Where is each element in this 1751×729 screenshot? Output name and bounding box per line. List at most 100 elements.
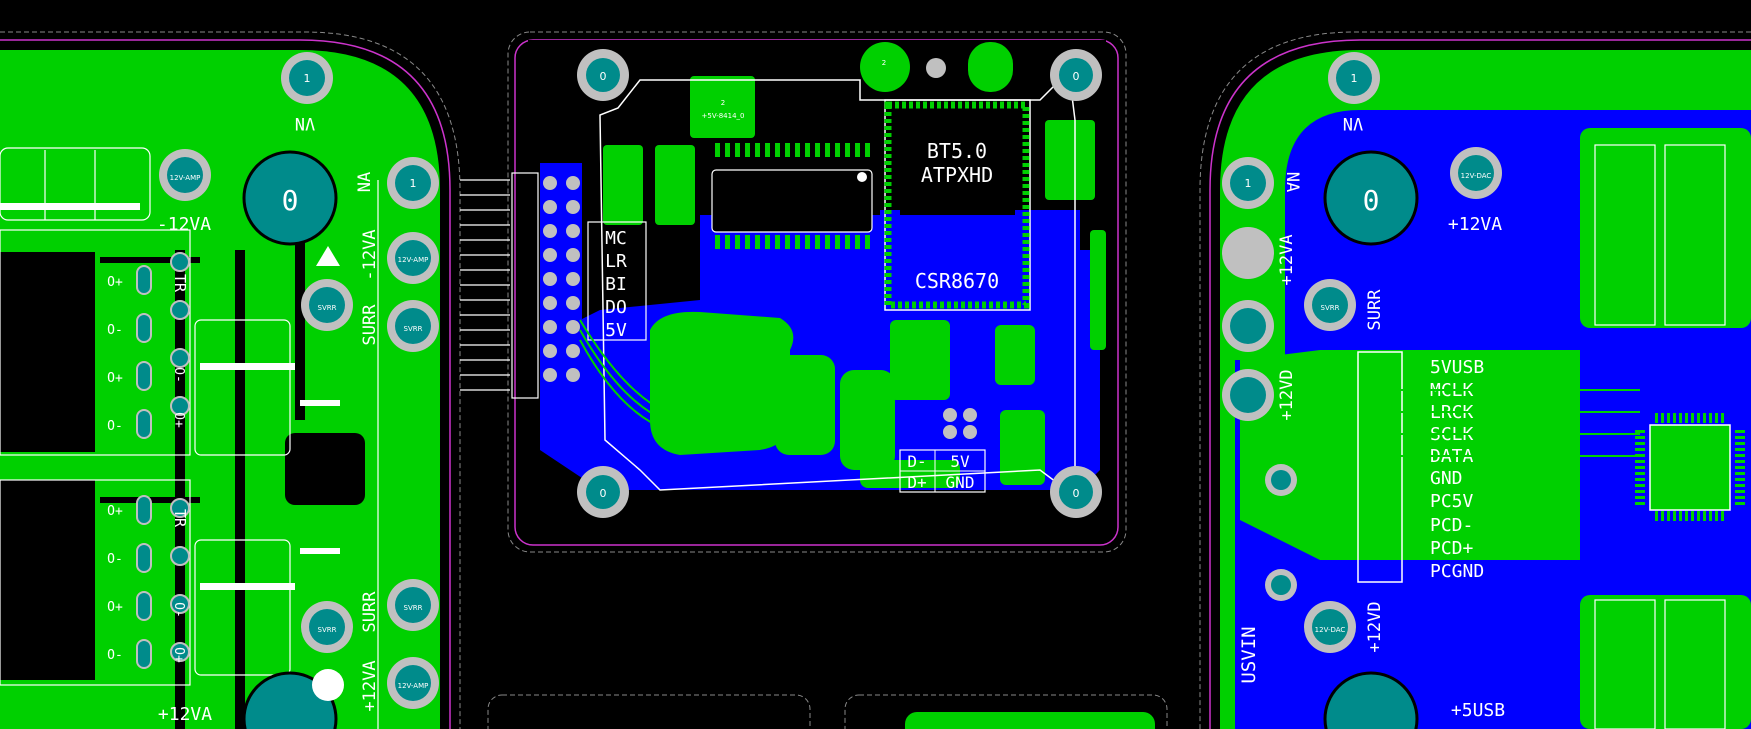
usb-via xyxy=(963,408,977,422)
silk-vn: VN xyxy=(295,113,315,133)
silk-plus5usb: +5USB xyxy=(1451,700,1505,721)
top-pin-label: 2 xyxy=(882,59,886,67)
pad-core xyxy=(395,587,431,623)
bottom-board-b-copper xyxy=(905,712,1155,729)
silk-na: NA xyxy=(1282,172,1302,192)
bottom-board-b-outline xyxy=(844,694,1168,729)
silk-amp-top: 12V-AMP xyxy=(170,174,201,182)
left-board: 0 1 1 VN NA -12VA 12V-AMP 12V-AMP SV xyxy=(0,50,440,729)
pad-core xyxy=(1271,470,1291,490)
bt-chip-subtitle: ATPXHD xyxy=(921,163,993,187)
bt-module-core xyxy=(900,115,1015,215)
header-pin xyxy=(566,176,580,190)
copper-island xyxy=(603,145,643,225)
header-pin xyxy=(543,176,557,190)
copper-island xyxy=(995,325,1035,385)
silk-out-label: O+ xyxy=(107,371,123,386)
silk-plus12vd-b: +12VD xyxy=(1365,601,1385,652)
silk-amp-right: 12V-AMP xyxy=(398,256,429,264)
signal-label-box xyxy=(587,221,647,341)
left-capacitor-bar xyxy=(300,548,340,554)
ribbon-connector xyxy=(460,172,539,399)
silk-svrr-b: SVRR xyxy=(318,626,337,634)
silk-tr-top: TR xyxy=(171,274,189,293)
right-silk-text: VN NA +12VA +12VA 12V-DAC SVRR SURR +12V… xyxy=(1238,113,1505,721)
left-capacitor-bar xyxy=(200,583,295,590)
header-label-mc: MC xyxy=(605,228,627,249)
mount-hole-number: 0 xyxy=(600,487,607,500)
header-pin xyxy=(543,248,557,262)
copper-island xyxy=(968,42,1013,92)
left-board-void xyxy=(0,252,95,452)
mount-hole-core xyxy=(1059,58,1093,92)
mount-hole-core xyxy=(1059,475,1093,509)
left-silk-shapes xyxy=(0,147,379,729)
signal-label-pcdminus: PCD- xyxy=(1430,515,1473,536)
header-pin xyxy=(566,296,580,310)
right-board-keepout xyxy=(1199,31,1751,729)
usb-label-5v: 5V xyxy=(950,452,970,471)
left-capacitor-bar xyxy=(300,400,340,406)
signal-traces xyxy=(579,319,770,437)
left-silk-frame xyxy=(0,479,191,686)
silk-side-label: O- xyxy=(171,367,186,383)
usb-label-dplus: D+ xyxy=(907,473,926,492)
signal-label-pcdplus: PCD+ xyxy=(1430,538,1474,559)
copper-island xyxy=(840,370,895,470)
silk-dac-top: 12V-DAC xyxy=(1461,172,1492,180)
copper-island xyxy=(890,320,950,400)
silk-tr-bottom: TR xyxy=(171,509,189,528)
bt-module-pads xyxy=(884,101,1030,309)
silk-vn: VN xyxy=(1343,113,1363,133)
right-board: 1 1 0 VN NA +12VA +12VA 12V-DAC SVRR SUR… xyxy=(1220,50,1751,729)
pad-core xyxy=(309,609,345,645)
left-board-void xyxy=(0,480,95,680)
pad-core xyxy=(1336,60,1372,96)
ldo-pin-label: 2 xyxy=(721,99,725,107)
left-silk-frame xyxy=(0,147,151,221)
pad-core xyxy=(1458,155,1494,191)
usb-label-box: D- 5V D+ GND xyxy=(899,408,986,493)
header-pin xyxy=(136,543,152,573)
pad-core xyxy=(1312,609,1348,645)
pad-core xyxy=(1230,377,1266,413)
copper-island xyxy=(1090,230,1106,350)
pad-core xyxy=(1312,287,1348,323)
left-capacitor-bar xyxy=(200,363,295,370)
header-label-5v: 5V xyxy=(605,320,627,341)
header-pin xyxy=(136,409,152,439)
mount-hole-number: 0 xyxy=(282,184,299,217)
cap-outline xyxy=(1594,599,1656,729)
header-pin xyxy=(136,265,152,295)
mount-hole-number: 0 xyxy=(1363,184,1380,217)
silk-surr-bottom: SURR xyxy=(360,591,380,633)
left-silk-frame xyxy=(0,229,191,456)
pad-core xyxy=(1271,575,1291,595)
silk-side-label: O+ xyxy=(171,647,186,663)
silk-na: NA xyxy=(355,172,375,192)
signal-label-pc5v: PC5V xyxy=(1430,491,1474,512)
mount-hole-number: 0 xyxy=(1073,70,1080,83)
silk-svrr-d: SVRR xyxy=(404,604,423,612)
silk-surr: SURR xyxy=(1365,289,1385,331)
silk-plus12va: +12VA xyxy=(158,704,212,725)
silk-amp-bottom: 12V-AMP xyxy=(398,682,429,690)
center-board: MC LR BI DO 5V BT5.0 ATPXHD CSR8670 2 +5… xyxy=(460,40,1106,540)
header-pin xyxy=(566,224,580,238)
header-pin xyxy=(170,642,190,662)
silk-dac-bottom: 12V-DAC xyxy=(1315,626,1346,634)
header-pin xyxy=(136,361,152,391)
header-label-bi: BI xyxy=(605,274,627,295)
mounting-hole xyxy=(242,150,338,246)
connector-body xyxy=(511,172,539,399)
left-header-pins xyxy=(136,252,190,669)
signal-label-5vusb: 5VUSB xyxy=(1430,357,1484,378)
header-label-lr: LR xyxy=(605,251,627,272)
header-pin xyxy=(170,546,190,566)
silk-out-label: O+ xyxy=(107,275,123,290)
header-pin xyxy=(170,396,190,416)
board-outlines xyxy=(0,31,1751,729)
silk-out-label: O+ xyxy=(107,504,123,519)
usb-label-dminus: D- xyxy=(907,452,926,471)
